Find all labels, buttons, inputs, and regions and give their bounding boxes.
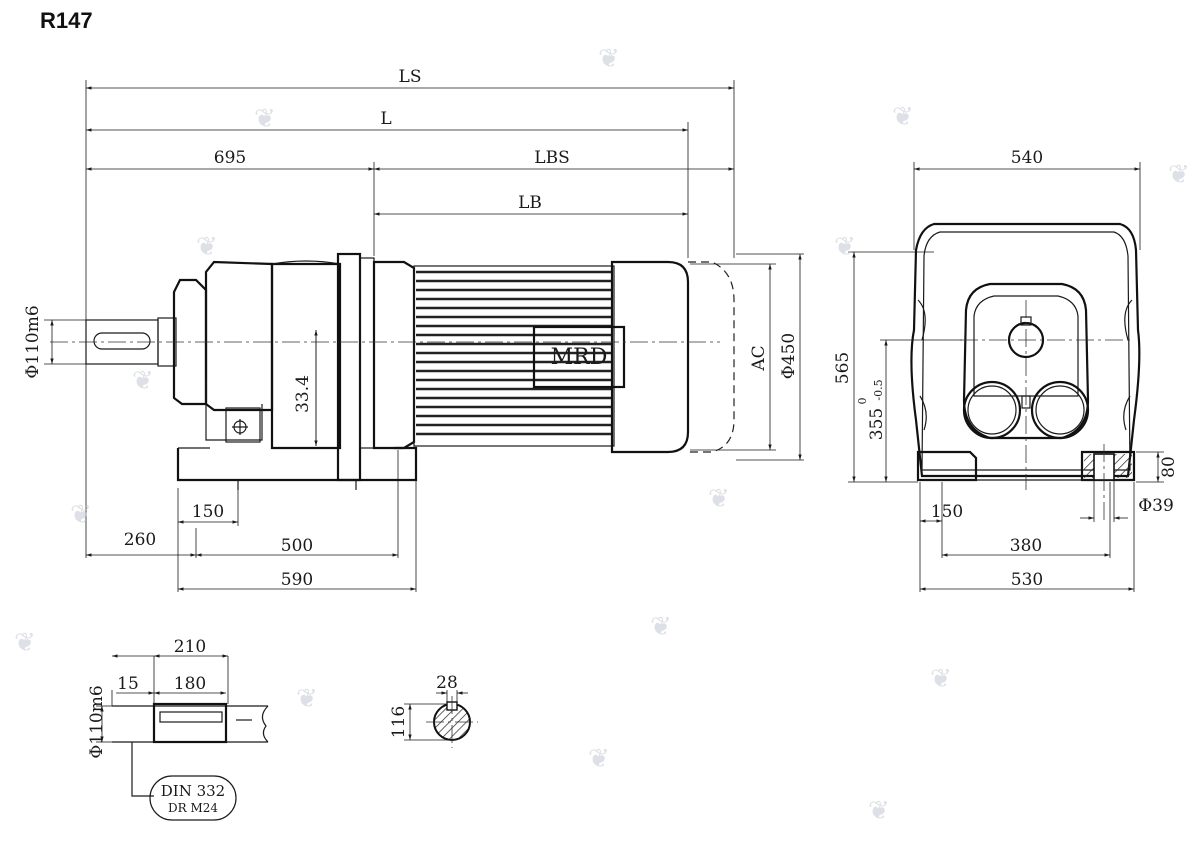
leaf-logo-icon: ❦ <box>588 744 610 774</box>
label-540: 540 <box>1011 148 1043 168</box>
brake-cover-outline <box>688 261 735 453</box>
motor-cooling-fins <box>416 270 612 436</box>
label-180: 180 <box>174 674 206 694</box>
label-355-tol-lower: -0.5 <box>872 379 885 400</box>
model-title: R147 <box>40 8 93 33</box>
leaf-logo-icon: ❦ <box>296 684 318 714</box>
leaf-logo-icon: ❦ <box>14 628 36 658</box>
label-ac: AC <box>749 345 769 371</box>
input-bore-right <box>1030 380 1090 440</box>
leaf-logo-icon: ❦ <box>1168 160 1190 190</box>
label-565: 565 <box>833 352 853 384</box>
label-695: 695 <box>214 148 246 168</box>
leaf-logo-icon: ❦ <box>132 366 154 396</box>
label-shaft-dia: Φ110m6 <box>23 305 43 378</box>
leaf-logo-icon: ❦ <box>254 104 276 134</box>
label-150-right: 150 <box>931 502 963 522</box>
label-500: 500 <box>281 536 313 556</box>
side-extension-lines <box>44 80 804 592</box>
gear-housing <box>204 260 342 450</box>
label-80: 80 <box>1159 456 1179 478</box>
label-28: 28 <box>436 673 458 693</box>
label-shaft-dia-detail: Φ110m6 <box>87 685 107 758</box>
leaf-logo-icon: ❦ <box>70 500 92 530</box>
label-530: 530 <box>1011 570 1043 590</box>
front-foot-right <box>1080 450 1136 482</box>
label-260: 260 <box>124 530 156 550</box>
label-39: Φ39 <box>1138 496 1174 516</box>
label-355: 355 <box>867 408 887 440</box>
leaf-logo-icon: ❦ <box>650 612 672 642</box>
label-lbs: LBS <box>534 148 569 168</box>
leaf-logo-icon: ❦ <box>892 102 914 132</box>
front-extension-lines <box>848 162 1164 592</box>
motor-adapter <box>336 252 416 482</box>
leaf-logo-icon: ❦ <box>598 44 620 74</box>
callout-line-1: DIN 332 <box>161 782 225 800</box>
label-116: 116 <box>389 706 409 738</box>
input-bore-left <box>962 380 1022 440</box>
front-dimension-lines <box>852 167 1160 591</box>
leaf-logo-icon: ❦ <box>834 232 856 262</box>
label-210: 210 <box>174 637 206 657</box>
leaf-logo-icon: ❦ <box>868 796 890 826</box>
side-view: MRD <box>50 252 735 490</box>
key-section <box>404 690 478 748</box>
label-lb: LB <box>518 193 542 213</box>
label-15: 15 <box>117 674 139 694</box>
callout-line-2: DR M24 <box>168 801 218 815</box>
motor-body: MRD <box>413 265 626 447</box>
leaf-logo-icon: ❦ <box>196 232 218 262</box>
label-355-tol-upper: 0 <box>856 398 869 405</box>
label-150-left: 150 <box>192 502 224 522</box>
label-ls: LS <box>399 67 422 87</box>
gear-foot <box>176 446 418 490</box>
leaf-logo-icon: ❦ <box>930 664 952 694</box>
label-450: Φ450 <box>779 333 799 379</box>
shaft-detail <box>96 654 269 821</box>
motor-brand-label: MRD <box>551 345 608 370</box>
front-foot-left <box>916 450 978 482</box>
label-33-4: 33.4 <box>293 375 313 413</box>
front-view <box>910 222 1141 520</box>
label-590: 590 <box>281 570 313 590</box>
label-380: 380 <box>1010 536 1042 556</box>
side-dimension-lines <box>50 86 802 591</box>
leaf-logo-icon: ❦ <box>708 484 730 514</box>
label-l: L <box>380 109 391 129</box>
motor-end-cap <box>610 260 690 454</box>
